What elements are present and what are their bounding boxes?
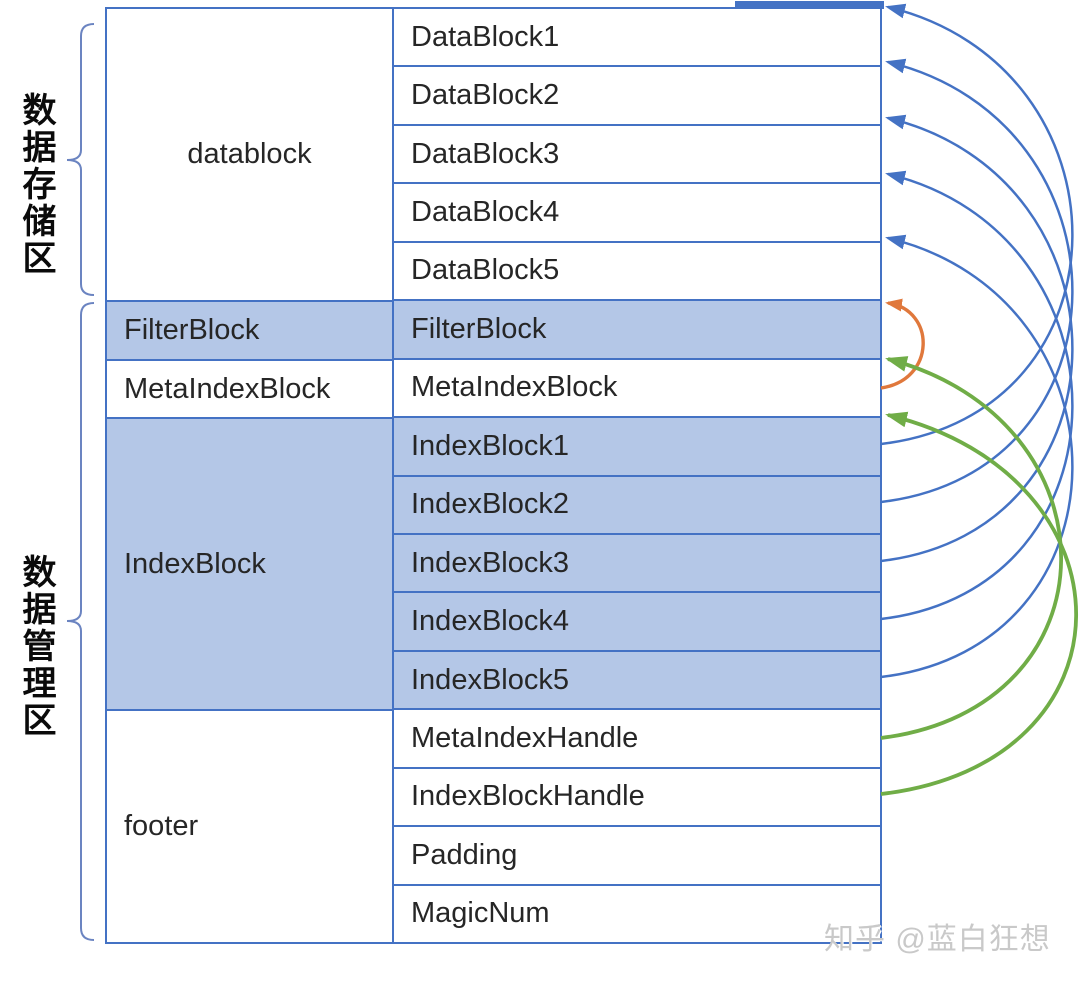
row-label: MetaIndexBlock bbox=[411, 371, 618, 404]
row-indexblock1: IndexBlock1 bbox=[394, 416, 880, 475]
left-column: datablock FilterBlock MetaIndexBlock Ind… bbox=[107, 9, 392, 942]
cell-footer: footer bbox=[107, 709, 392, 942]
label-data-storage-area: 数据存储区 bbox=[17, 92, 55, 277]
cell-label: footer bbox=[124, 810, 199, 842]
row-filterblock: FilterBlock bbox=[394, 299, 880, 358]
cell-indexblock: IndexBlock bbox=[107, 417, 392, 709]
row-magicnum: MagicNum bbox=[394, 883, 880, 942]
row-datablock1: DataBlock1 bbox=[394, 9, 880, 66]
row-metaindexhandle: MetaIndexHandle bbox=[394, 708, 880, 767]
row-label: DataBlock4 bbox=[411, 196, 560, 229]
row-label: DataBlock1 bbox=[411, 20, 560, 53]
watermark: 知乎 @蓝白狂想 bbox=[824, 923, 1051, 956]
brace-management-area bbox=[66, 302, 95, 941]
row-indexblockhandle: IndexBlockHandle bbox=[394, 766, 880, 826]
row-label: FilterBlock bbox=[411, 312, 547, 345]
arrow-metaindexblock-filterblock bbox=[880, 298, 925, 390]
cell-datablock: datablock bbox=[107, 9, 392, 300]
row-label: MetaIndexHandle bbox=[411, 721, 639, 754]
arrow-indexblock1-datablock1 bbox=[880, 3, 1074, 446]
row-label: MagicNum bbox=[411, 897, 550, 930]
sstable-table: datablock FilterBlock MetaIndexBlock Ind… bbox=[105, 7, 882, 944]
cell-label: MetaIndexBlock bbox=[124, 372, 331, 405]
row-label: IndexBlock1 bbox=[411, 429, 569, 462]
arrow-indexblockhandle-indexblock bbox=[880, 411, 1078, 796]
cell-label: IndexBlock bbox=[124, 547, 266, 580]
row-indexblock3: IndexBlock3 bbox=[394, 532, 880, 592]
cell-metaindexblock: MetaIndexBlock bbox=[107, 359, 392, 417]
cell-label: datablock bbox=[187, 138, 312, 170]
row-label: DataBlock2 bbox=[411, 79, 560, 112]
row-indexblock2: IndexBlock2 bbox=[394, 474, 880, 533]
row-padding: Padding bbox=[394, 825, 880, 884]
row-label: IndexBlock4 bbox=[411, 605, 569, 638]
arrow-indexblock4-datablock4 bbox=[880, 170, 1074, 621]
row-label: DataBlock3 bbox=[411, 137, 560, 170]
row-datablock3: DataBlock3 bbox=[394, 123, 880, 183]
row-indexblock5: IndexBlock5 bbox=[394, 649, 880, 709]
row-label: Padding bbox=[411, 838, 518, 871]
row-label: IndexBlock2 bbox=[411, 488, 569, 521]
row-datablock2: DataBlock2 bbox=[394, 65, 880, 124]
cell-filterblock: FilterBlock bbox=[107, 300, 392, 359]
arrow-indexblock5-datablock5 bbox=[880, 234, 1074, 679]
arrow-metaindexhandle-metaindexblock bbox=[880, 356, 1064, 740]
arrow-indexblock3-datablock3 bbox=[880, 114, 1074, 563]
highlight-bar bbox=[735, 1, 884, 9]
row-indexblock4: IndexBlock4 bbox=[394, 591, 880, 650]
row-label: IndexBlockHandle bbox=[411, 780, 645, 813]
arrow-indexblock2-datablock2 bbox=[880, 58, 1074, 504]
row-label: IndexBlock5 bbox=[411, 663, 569, 696]
label-data-management-area: 数据管理区 bbox=[17, 554, 55, 739]
row-metaindexblock: MetaIndexBlock bbox=[394, 357, 880, 417]
cell-label: FilterBlock bbox=[124, 314, 260, 346]
row-datablock4: DataBlock4 bbox=[394, 182, 880, 241]
row-datablock5: DataBlock5 bbox=[394, 240, 880, 300]
right-column: DataBlock1 DataBlock2 DataBlock3 DataBlo… bbox=[392, 9, 880, 942]
row-label: DataBlock5 bbox=[411, 254, 560, 287]
row-label: IndexBlock3 bbox=[411, 546, 569, 579]
brace-storage-area bbox=[66, 23, 95, 296]
